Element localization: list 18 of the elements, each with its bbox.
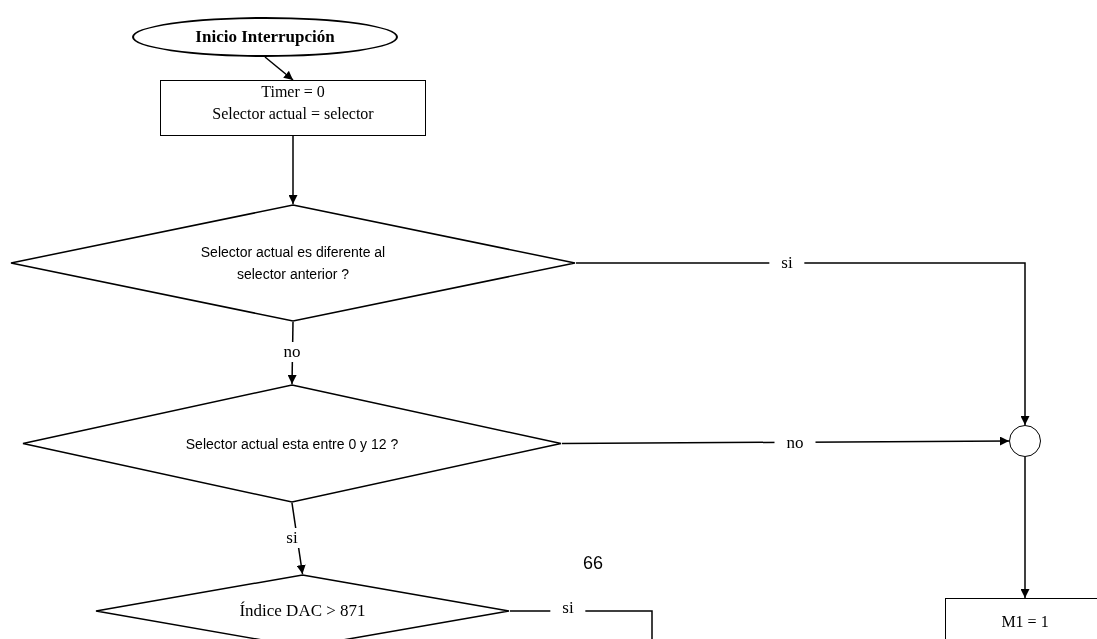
- condition-text: Índice DAC > 871: [239, 600, 366, 623]
- page-number: 66: [583, 552, 604, 575]
- decision-diamond: [22, 384, 562, 503]
- arrow: [575, 262, 1030, 426]
- process-box: [160, 80, 426, 136]
- arrow: [1020, 456, 1030, 599]
- decision-diamond: [10, 204, 576, 322]
- terminal-shape: Inicio Interrupción: [132, 17, 398, 57]
- step-text: M1 = 1: [1001, 612, 1049, 632]
- process-box: [945, 598, 1097, 639]
- arrow: [288, 135, 298, 205]
- arrow: [561, 436, 1010, 446]
- condition-text: Selector actual es diferente al selector anterior ?: [199, 243, 387, 284]
- arrow: [264, 56, 294, 81]
- step-text: Timer = 0: [261, 82, 325, 102]
- step-text: Selector actual = selector: [212, 104, 374, 124]
- decision-diamond: [95, 574, 510, 639]
- condition-text: Selector actual esta entre 0 y 12 ?: [184, 434, 400, 454]
